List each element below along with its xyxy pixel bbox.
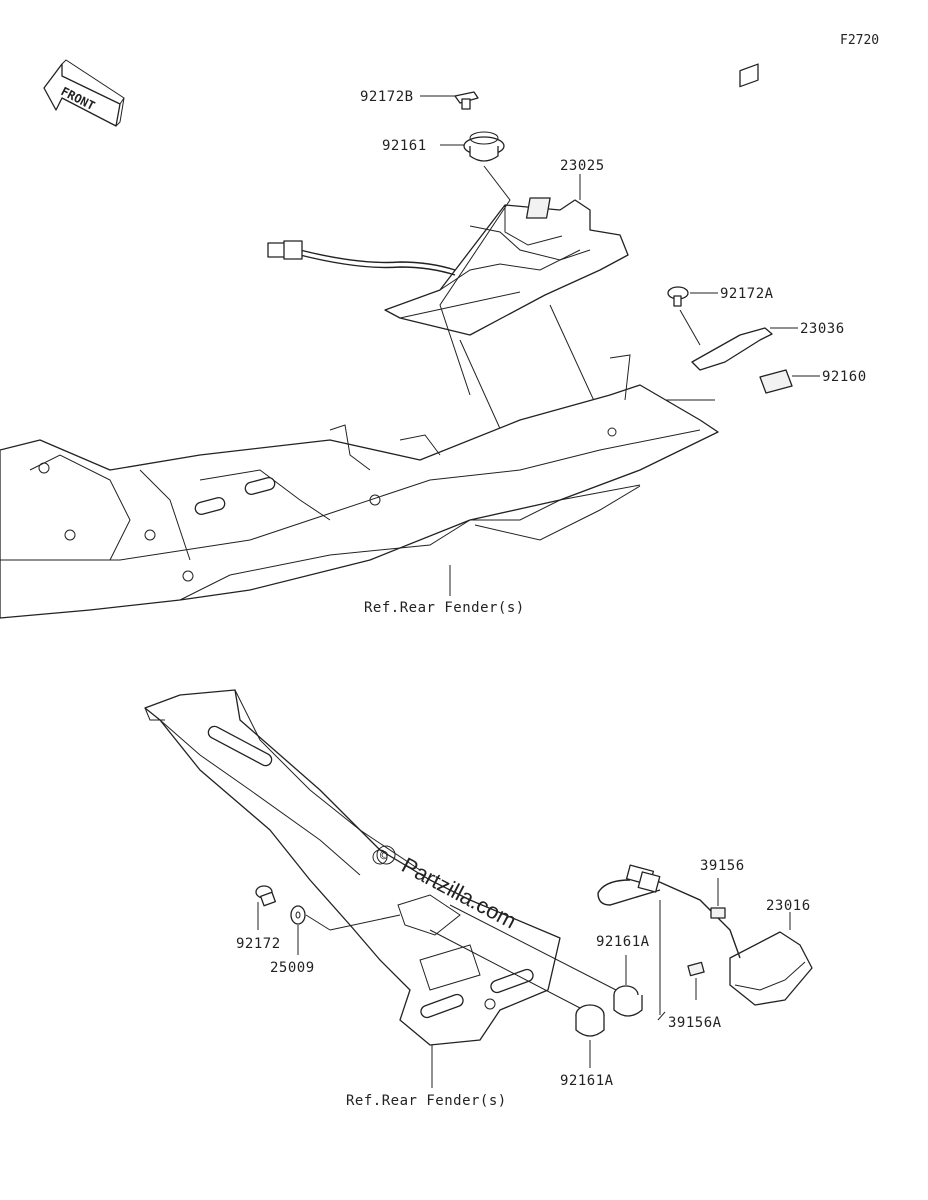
guide-line-h — [429, 929, 581, 1009]
bolt-92172b-icon — [454, 91, 479, 110]
guide-line-g — [329, 914, 401, 931]
grommet-92161a-upper-icon — [613, 985, 643, 1017]
label-23016: 23016 — [766, 898, 811, 914]
bracket-23025-icon — [267, 197, 629, 336]
label-92172: 92172 — [236, 936, 281, 952]
washer-25009-icon — [290, 905, 306, 925]
clip-39156a-icon — [687, 961, 705, 977]
ref-label-bottom: Ref.Rear Fender(s) — [346, 1093, 507, 1109]
label-39156a: 39156A — [668, 1015, 722, 1031]
bracket-23036-icon — [691, 63, 773, 371]
guide-line-d — [679, 309, 701, 346]
label-92160: 92160 — [822, 369, 867, 385]
guide-line-a — [439, 165, 511, 396]
label-23036: 23036 — [800, 321, 845, 337]
label-23025: 23025 — [560, 158, 605, 174]
front-arrow-icon: FRONT — [43, 59, 125, 127]
bolt-92172-icon — [255, 885, 276, 907]
label-92172a: 92172A — [720, 286, 774, 302]
pad-92160-icon — [759, 369, 793, 394]
rear-fender-bottom-icon — [144, 689, 561, 1046]
clip-39156-icon — [710, 907, 726, 919]
watermark-symbol: © — [380, 849, 388, 864]
grommet-92161-icon — [463, 131, 505, 162]
label-39156: 39156 — [700, 858, 745, 874]
label-92161a-lower: 92161A — [560, 1073, 614, 1089]
rear-fender-top-icon — [0, 354, 719, 619]
label-92161a-upper: 92161A — [596, 934, 650, 950]
guide-line-i — [449, 904, 617, 991]
ref-label-top: Ref.Rear Fender(s) — [364, 600, 525, 616]
bolt-92172a-icon — [667, 286, 689, 307]
label-92172b: 92172B — [360, 89, 414, 105]
guide-line-f — [305, 914, 331, 931]
grommet-92161a-lower-icon — [575, 1004, 605, 1037]
label-25009: 25009 — [270, 960, 315, 976]
leader-39156a-2 — [657, 1011, 666, 1021]
label-92161-top: 92161 — [382, 138, 427, 154]
diagram-code: F2720 — [840, 33, 879, 48]
lamp-23016-icon — [597, 864, 813, 1006]
